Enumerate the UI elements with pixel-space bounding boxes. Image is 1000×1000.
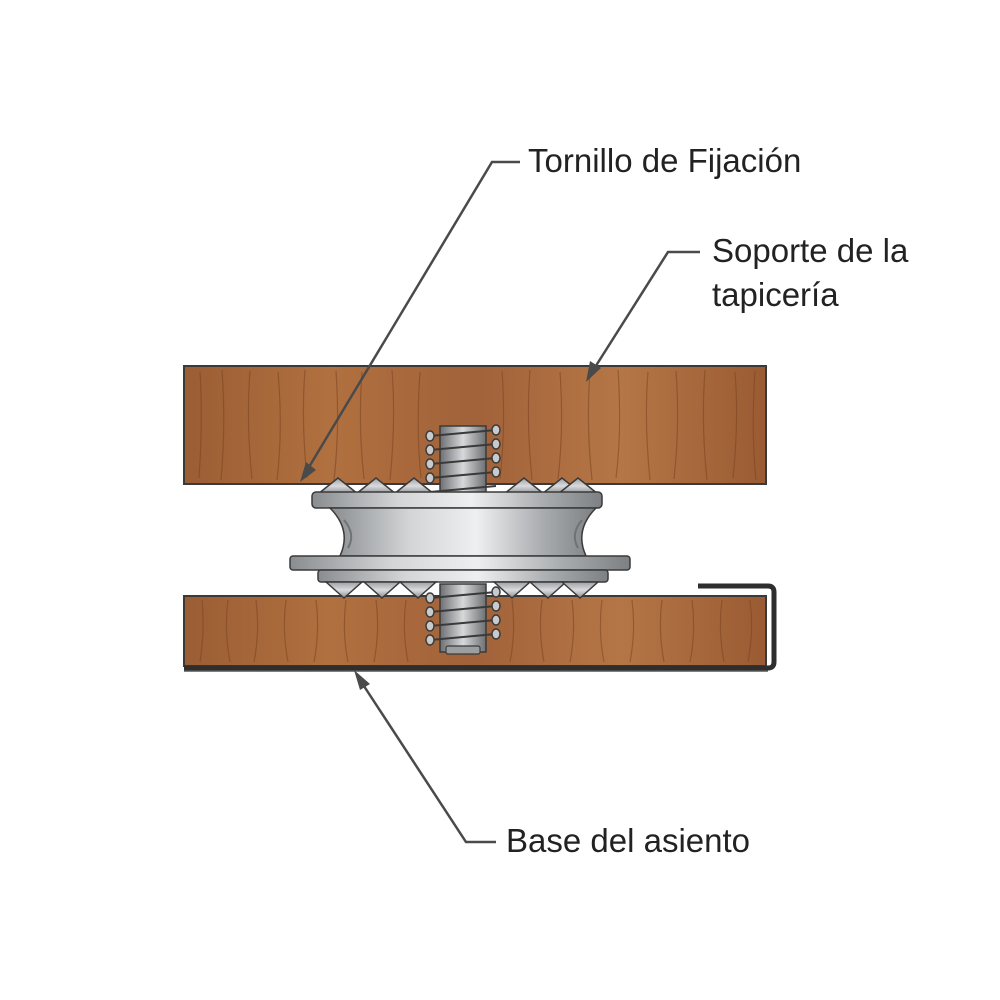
fixing-screw-assembly — [289, 424, 631, 655]
leader-fixing-screw — [300, 160, 520, 482]
lower-screw-thread — [425, 583, 501, 655]
lower-teeth — [324, 581, 600, 600]
label-seat-base: Base del asiento — [506, 822, 750, 859]
leader-upholstery-support — [586, 250, 700, 382]
leader-seat-base — [354, 670, 496, 844]
upper-flange — [311, 491, 603, 509]
label-fixing-screw: Tornillo de Fijación — [528, 142, 801, 179]
label-upholstery-support-line1: Soporte de la — [712, 232, 909, 269]
lower-flange — [289, 555, 631, 571]
label-upholstery-support-line2: tapicería — [712, 276, 839, 313]
upper-screw-thread — [425, 424, 501, 499]
wood-grain-lower — [199, 599, 753, 663]
wood-grain-upper — [198, 369, 757, 481]
grooved-hub — [328, 507, 598, 557]
base-bracket — [184, 583, 777, 671]
